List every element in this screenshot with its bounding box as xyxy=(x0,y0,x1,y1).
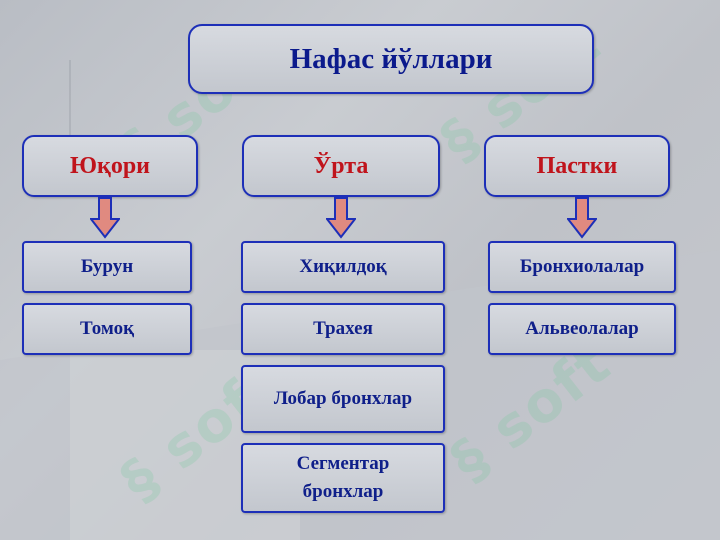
diagram-title: Нафас йўллари xyxy=(188,24,594,94)
item-segmental-bronchi: Сегментар бронхлар xyxy=(241,443,445,513)
item-throat: Томоқ xyxy=(22,303,192,355)
arrow-down-icon xyxy=(567,197,597,239)
item-nose: Бурун xyxy=(22,241,192,293)
item-alveoli: Альвеолалар xyxy=(488,303,676,355)
watermark: § soft xyxy=(439,330,624,495)
arrow-down-icon xyxy=(90,197,120,239)
heading-middle: Ўрта xyxy=(242,135,440,197)
heading-lower: Пастки xyxy=(484,135,670,197)
arrow-down-icon xyxy=(326,197,356,239)
item-bronchioles: Бронхиолалар xyxy=(488,241,676,293)
heading-upper: Юқори xyxy=(22,135,198,197)
item-larynx: Хиқилдоқ xyxy=(241,241,445,293)
item-trachea: Трахея xyxy=(241,303,445,355)
item-lobar-bronchi: Лобар бронхлар xyxy=(241,365,445,433)
